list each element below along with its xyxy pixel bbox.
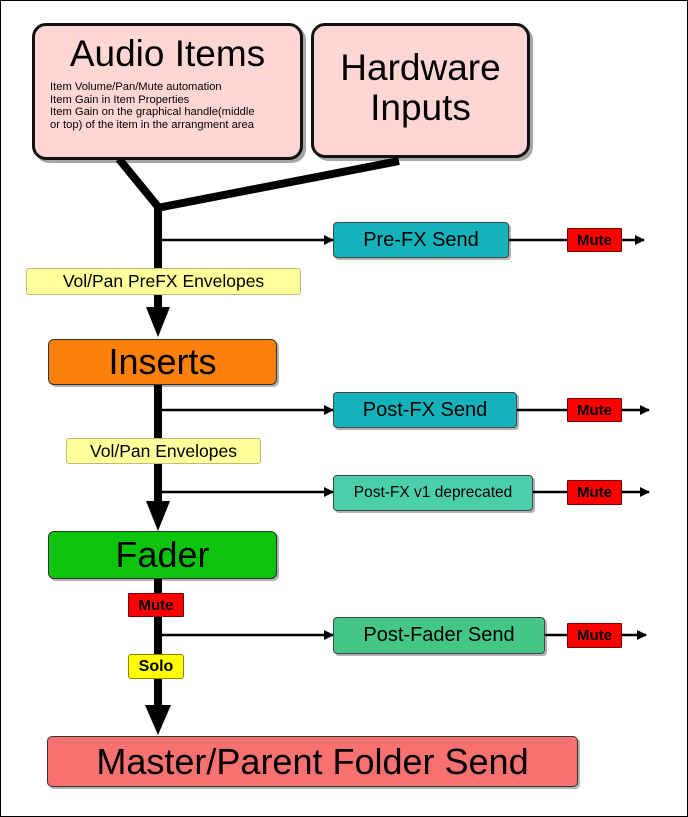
prefx-envelopes-tag: Vol/Pan PreFX Envelopes (26, 268, 301, 295)
prefx-send-mute-tag: Mute (567, 228, 622, 252)
postfx-v1-send-mute-tag: Mute (567, 480, 622, 505)
prefx-send-box: Pre-FX Send (333, 222, 509, 258)
hardware-inputs-title-line: Inputs (370, 87, 471, 128)
hardware-inputs-box: Hardware Inputs (311, 23, 530, 158)
fader-block: Fader (48, 531, 277, 579)
audio-items-note: Item Gain on the graphical handle(middle (50, 106, 255, 119)
postfx-envelopes-tag: Vol/Pan Envelopes (66, 438, 261, 464)
master-parent-folder-send-block: Master/Parent Folder Send (47, 736, 578, 787)
solo-tag: Solo (128, 654, 184, 679)
audio-items-note: or top) of the item in the arrangment ar… (50, 118, 254, 131)
arrowhead-to-inserts (146, 307, 170, 337)
audio-items-box: Audio Items Item Volume/Pan/Mute automat… (32, 23, 303, 160)
wire-from-hardware-inputs (156, 157, 400, 212)
hardware-inputs-title-line: Hardware (340, 47, 501, 88)
postfx-v1-deprecated-send-box: Post-FX v1 deprecated (333, 475, 533, 511)
inserts-block: Inserts (48, 339, 277, 385)
audio-items-title: Audio Items (69, 33, 266, 74)
fader-mute-tag: Mute (128, 593, 184, 617)
postfader-send-mute-tag: Mute (567, 623, 622, 648)
audio-items-note: Item Gain in Item Properties (50, 93, 190, 106)
postfader-send-box: Post-Fader Send (333, 617, 545, 654)
hardware-inputs-title: Hardware Inputs (314, 48, 527, 128)
postfx-send-mute-tag: Mute (567, 398, 622, 422)
wire-from-audio-items (115, 156, 163, 211)
audio-items-note: Item Volume/Pan/Mute automation (50, 81, 222, 93)
arrowhead-to-fader (146, 501, 170, 531)
audio-items-notes: Item Volume/Pan/Mute automation Item Gai… (50, 81, 292, 131)
arrowhead-to-master (145, 705, 171, 735)
postfx-send-box: Post-FX Send (333, 392, 517, 428)
